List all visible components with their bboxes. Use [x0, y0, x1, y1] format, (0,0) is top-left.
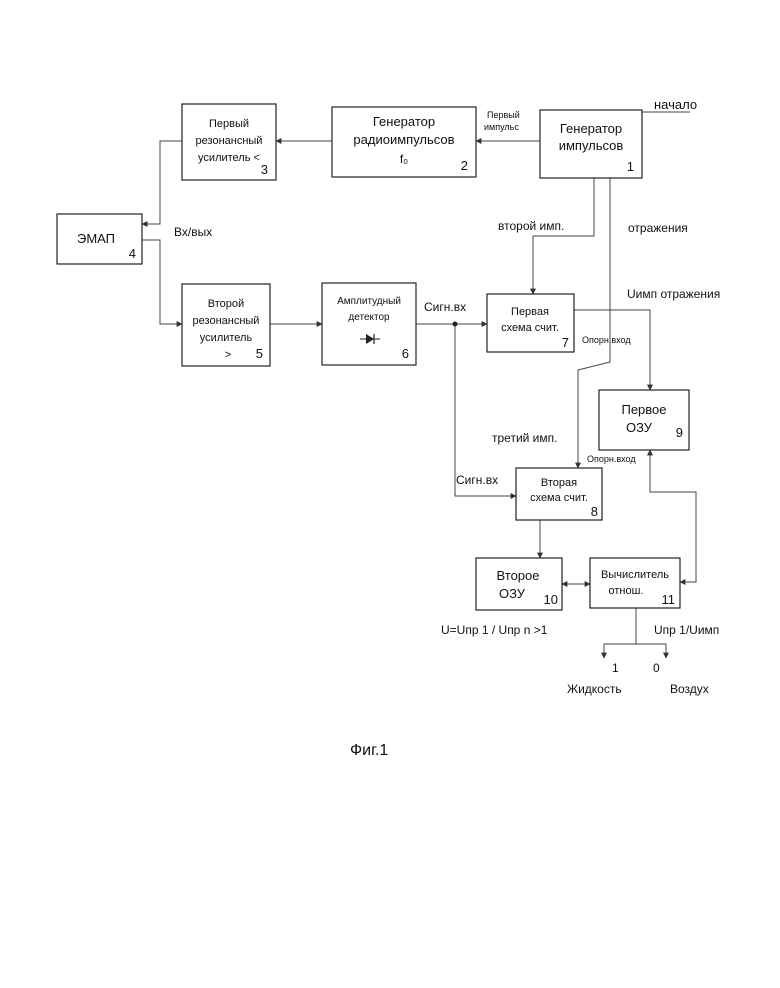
label-signal-in-1: Сигн.вх	[424, 300, 466, 314]
label-start: начало	[654, 97, 697, 112]
block-second-resonant-amplifier: Второй резонансный усилитель > 5	[182, 284, 270, 366]
label-ref-in-1: Опорн.вход	[582, 335, 631, 345]
figure-caption: Фиг.1	[350, 742, 388, 759]
block-10-line2: ОЗУ	[499, 586, 526, 601]
block-7-number: 7	[562, 335, 569, 350]
block-amplitude-detector: Амплитудный детектор 6	[322, 283, 416, 365]
label-first-pulse-1: Первый	[487, 110, 520, 120]
block-5-line2: резонансный	[193, 315, 260, 327]
block-9-line2: ОЗУ	[626, 420, 653, 435]
block-2-number: 2	[461, 158, 468, 173]
label-inout: Вх/вых	[174, 225, 212, 239]
block-second-ram: Второе ОЗУ 10	[476, 558, 562, 610]
block-pulse-generator: Генератор импульсов 1	[540, 110, 642, 178]
block-first-reading-circuit: Первая схема счит. 7	[487, 294, 574, 352]
wire-output-1	[604, 644, 636, 658]
label-second-pulse: второй имп.	[498, 219, 564, 233]
block-first-resonant-amplifier: Первый резонансный усилитель < 3	[182, 104, 276, 180]
block-7-line2: схема счит.	[501, 322, 559, 334]
block-9-number: 9	[676, 425, 683, 440]
block-first-ram: Первое ОЗУ 9	[599, 390, 689, 450]
label-reflection: отражения	[628, 221, 688, 235]
block-1-number: 1	[627, 159, 634, 174]
block-10-number: 10	[544, 592, 558, 607]
block-3-line3: усилитель <	[198, 152, 260, 164]
block-2-line3: f₀	[400, 152, 408, 166]
label-output-0: 0	[653, 661, 660, 675]
block-1-line2: импульсов	[559, 138, 624, 153]
junction-dot	[453, 322, 458, 327]
block-8-line2: схема счит.	[530, 492, 588, 504]
block-radio-pulse-generator: Генератор радиоимпульсов f₀ 2	[332, 107, 476, 177]
block-6-line1: Амплитудный	[337, 296, 401, 307]
label-third-pulse: третий имп.	[492, 431, 557, 445]
block-11-line1: Вычислитель	[601, 569, 669, 581]
label-u-reflection: Uимп отражения	[627, 287, 720, 301]
block-2-line2: радиоимпульсов	[353, 132, 454, 147]
block-6-number: 6	[402, 346, 409, 361]
block-3-number: 3	[261, 162, 268, 177]
label-ref-in-2: Опорн.вход	[587, 454, 636, 464]
block-4-number: 4	[129, 246, 136, 261]
block-11-number: 11	[662, 592, 676, 607]
block-1-line1: Генератор	[560, 121, 622, 136]
block-8-line1: Вторая	[541, 477, 577, 489]
label-signal-in-2: Сигн.вх	[456, 473, 498, 487]
label-output-1: 1	[612, 661, 619, 675]
label-formula-left: U=Uпр 1 / Uпр n >1	[441, 623, 548, 637]
block-4-line1: ЭМАП	[77, 231, 115, 246]
block-second-reading-circuit: Вторая схема счит. 8	[516, 468, 602, 520]
wire-output-0	[636, 644, 666, 658]
block-8-number: 8	[591, 504, 598, 519]
block-5-number: 5	[256, 346, 263, 361]
block-3-line1: Первый	[209, 118, 249, 130]
block-5-line1: Второй	[208, 298, 244, 310]
block-11-line2: отнош.	[609, 585, 644, 597]
label-liquid: Жидкость	[567, 682, 622, 696]
wire-amp3-to-emap	[142, 141, 182, 224]
block-5-line4: >	[225, 349, 231, 361]
block-10-line1: Второе	[497, 568, 540, 583]
block-9-line1: Первое	[621, 402, 666, 417]
block-emat: ЭМАП 4	[57, 214, 142, 264]
label-air: Воздух	[670, 682, 709, 696]
block-5-line3: усилитель	[200, 332, 253, 344]
block-3-line2: резонансный	[196, 135, 263, 147]
block-2-line1: Генератор	[373, 114, 435, 129]
wire-emap-to-amp5	[142, 240, 182, 324]
block-6-line2: детектор	[348, 312, 390, 323]
label-formula-right: Uпр 1/Uимп	[654, 623, 719, 637]
block-7-line1: Первая	[511, 306, 549, 318]
wire-read7-to-ram9	[574, 310, 650, 390]
block-ratio-calculator: Вычислитель отнош. 11	[590, 558, 680, 608]
wire-second-pulse	[533, 178, 594, 294]
label-first-pulse-2: импульс	[484, 122, 519, 132]
